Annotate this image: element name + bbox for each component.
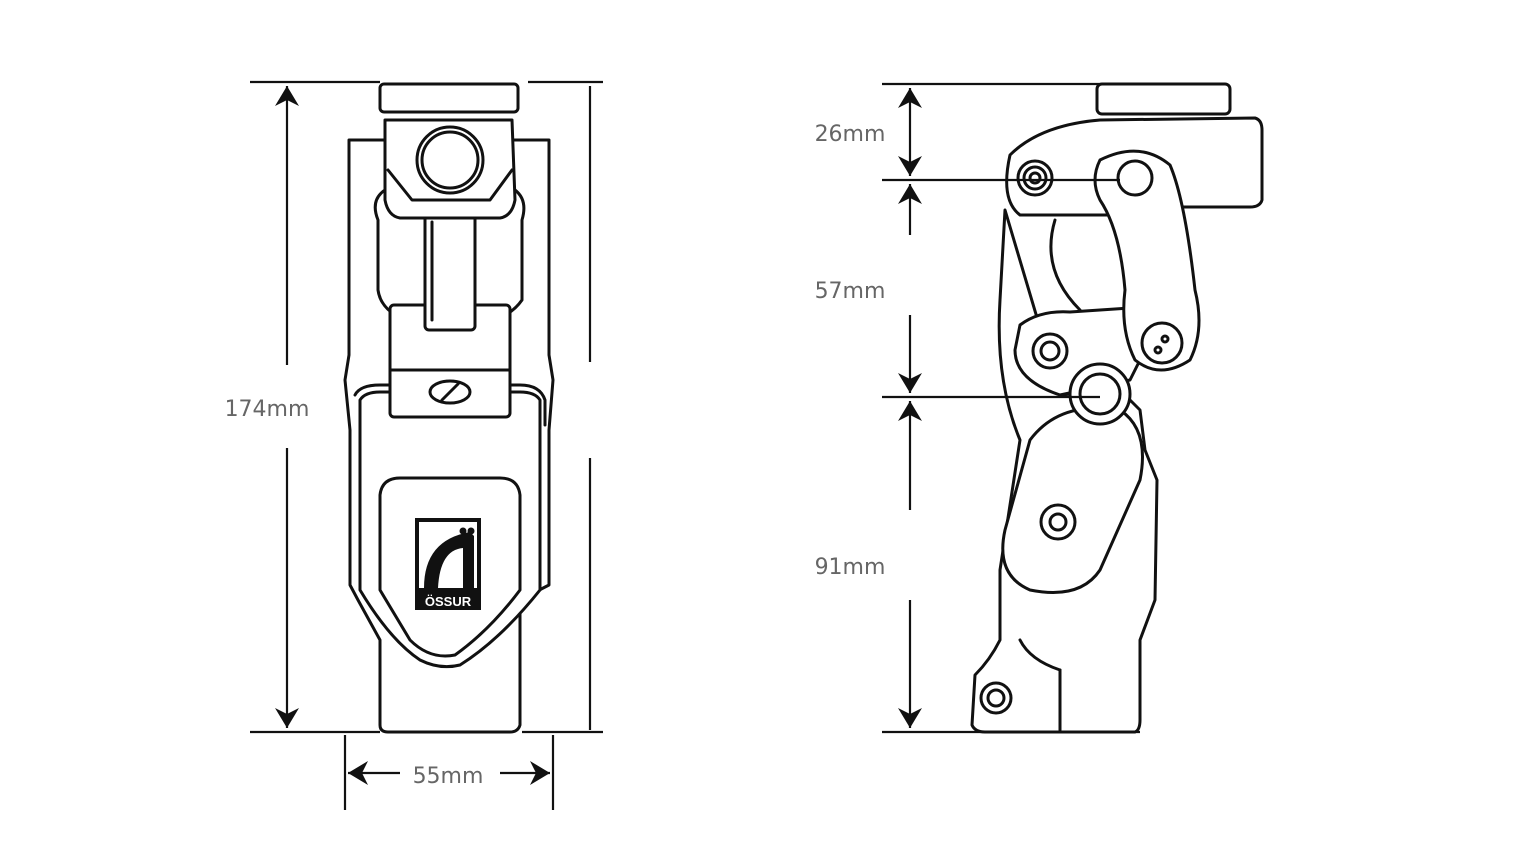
front-view-device: ÖSSUR [343,82,555,734]
dim-top-label: 26mm [815,122,886,147]
front-dimension-lines [250,80,603,810]
side-view-device [970,82,1264,734]
logo-text: ÖSSUR [425,594,472,609]
side-dimension-lines [882,82,1140,734]
width-label: 55mm [413,764,484,789]
height-label: 174mm [225,397,310,422]
ossur-logo: ÖSSUR [415,518,481,610]
dim-bottom-label: 91mm [815,555,886,580]
dim-middle-label: 57mm [815,279,886,304]
front-view: ÖSSUR 174mm 55mm [225,80,603,810]
side-view: 26mm 57mm 91mm [815,82,1264,734]
